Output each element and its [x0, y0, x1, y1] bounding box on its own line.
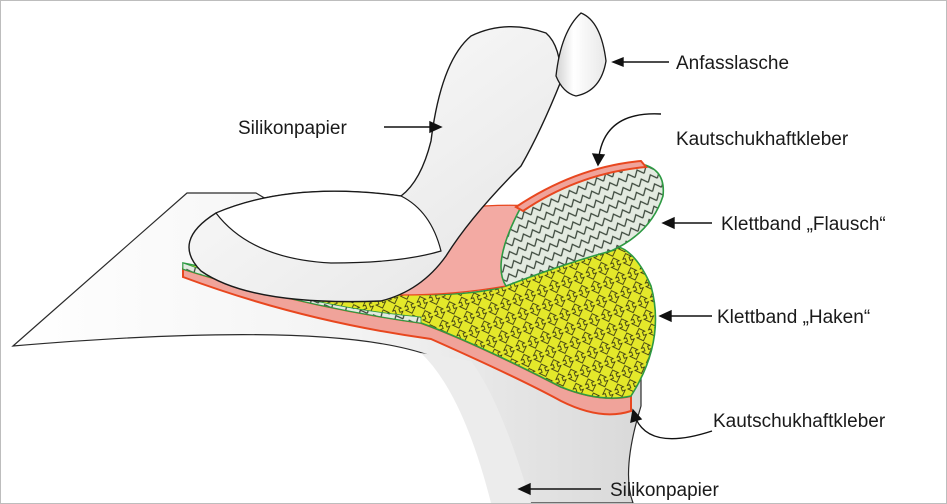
label-grab-tab: Anfasslasche — [676, 53, 789, 74]
label-hook-velcro: Klettband „Haken“ — [717, 307, 870, 328]
grab-tab — [556, 13, 606, 96]
label-loop-velcro: Klettband „Flausch“ — [721, 214, 886, 235]
label-rubber-adhesive-top: Kautschukhaftkleber — [676, 129, 849, 150]
label-silicone-paper-bottom: Silikonpapier — [610, 480, 719, 501]
label-silicone-paper-top: Silikonpapier — [238, 118, 347, 139]
label-rubber-adhesive-bottom: Kautschukhaftkleber — [713, 411, 886, 432]
